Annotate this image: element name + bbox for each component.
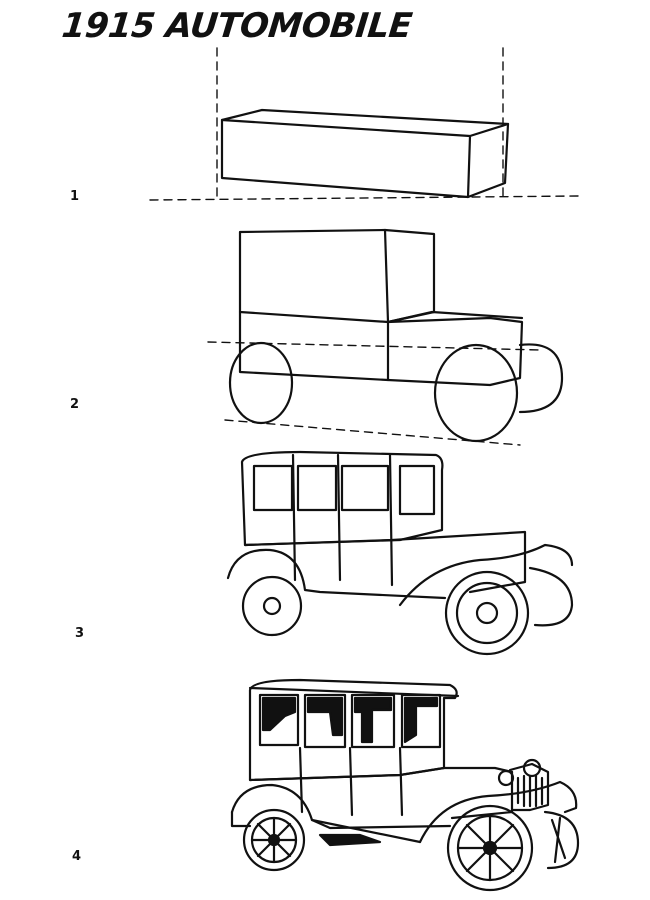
step-1-ground-guide bbox=[149, 195, 579, 201]
step-4-window-door-1-shade bbox=[306, 696, 344, 737]
step-2-body-rear bbox=[238, 310, 390, 382]
step-4-far-wheel-spokes bbox=[550, 816, 567, 864]
step-2-cabin-edge bbox=[383, 228, 390, 324]
step-2-front-wheel bbox=[433, 343, 519, 443]
step-2-drawing bbox=[207, 228, 564, 446]
step-4-rear-wheel bbox=[242, 808, 306, 872]
step-4-running-board bbox=[310, 818, 422, 844]
step-2-ground-guide bbox=[224, 419, 521, 446]
step-number-4: 4 bbox=[72, 849, 82, 864]
step-4-rear-fender bbox=[230, 783, 452, 830]
step-3-window-door-1 bbox=[296, 464, 338, 512]
step-3-front-hub bbox=[475, 601, 499, 625]
step-3-cabin bbox=[240, 450, 444, 547]
step-2-cabin bbox=[238, 228, 436, 324]
step-1-box-outline bbox=[220, 108, 510, 199]
step-3-door-lines bbox=[291, 453, 394, 587]
step-4-front-spokes bbox=[456, 814, 524, 882]
step-4-window-door-1 bbox=[303, 693, 347, 749]
step-4-side-lamp bbox=[497, 769, 515, 787]
step-3-hood bbox=[243, 530, 527, 594]
step-3-window-rear bbox=[252, 464, 294, 512]
step-number-2: 2 bbox=[70, 397, 80, 412]
step-4-front-fender bbox=[418, 780, 578, 844]
step-1-box-edges bbox=[220, 118, 510, 199]
step-3-front-fender bbox=[398, 543, 574, 607]
step-3-window-front bbox=[398, 464, 436, 516]
step-4-door-lines bbox=[298, 746, 404, 817]
step-2-rear-wheel bbox=[228, 341, 294, 425]
step-3-front-wheel bbox=[444, 570, 530, 656]
step-4-cabin bbox=[248, 678, 458, 782]
step-2-hood-top bbox=[386, 310, 524, 324]
step-4-headlamp bbox=[522, 758, 542, 778]
step-3-far-wheel bbox=[528, 566, 574, 627]
step-4-window-front-shade bbox=[403, 696, 439, 744]
step-number-1: 1 bbox=[70, 189, 80, 204]
step-number-3: 3 bbox=[75, 626, 85, 641]
step-1-drawing bbox=[149, 47, 579, 201]
step-4-front-wheel bbox=[446, 804, 534, 892]
step-4-radiator bbox=[508, 762, 550, 812]
step-4-far-wheel bbox=[543, 810, 580, 870]
step-4-window-rear bbox=[258, 693, 300, 747]
step-4-hood-line bbox=[248, 766, 514, 782]
step-3-front-wheel-inner bbox=[455, 581, 519, 645]
step-3-rear-hub bbox=[262, 596, 282, 616]
step-4-window-door-2-shade bbox=[353, 696, 393, 744]
step-4-undercarriage-shadow bbox=[318, 833, 382, 847]
step-4-rear-spokes bbox=[250, 816, 298, 864]
step-3-window-door-2 bbox=[340, 464, 390, 512]
step-3-rear-fender bbox=[226, 548, 447, 600]
step-4-window-front bbox=[400, 693, 442, 749]
step-4-rear-fender-edge bbox=[230, 810, 252, 828]
step-3-rear-wheel bbox=[241, 575, 303, 637]
step-4-drawing bbox=[230, 678, 580, 892]
step-4-window-rear-shade bbox=[261, 696, 297, 732]
step-3-drawing bbox=[226, 450, 574, 656]
step-2-far-wheel bbox=[518, 343, 564, 414]
step-4-window-door-2 bbox=[350, 693, 396, 749]
